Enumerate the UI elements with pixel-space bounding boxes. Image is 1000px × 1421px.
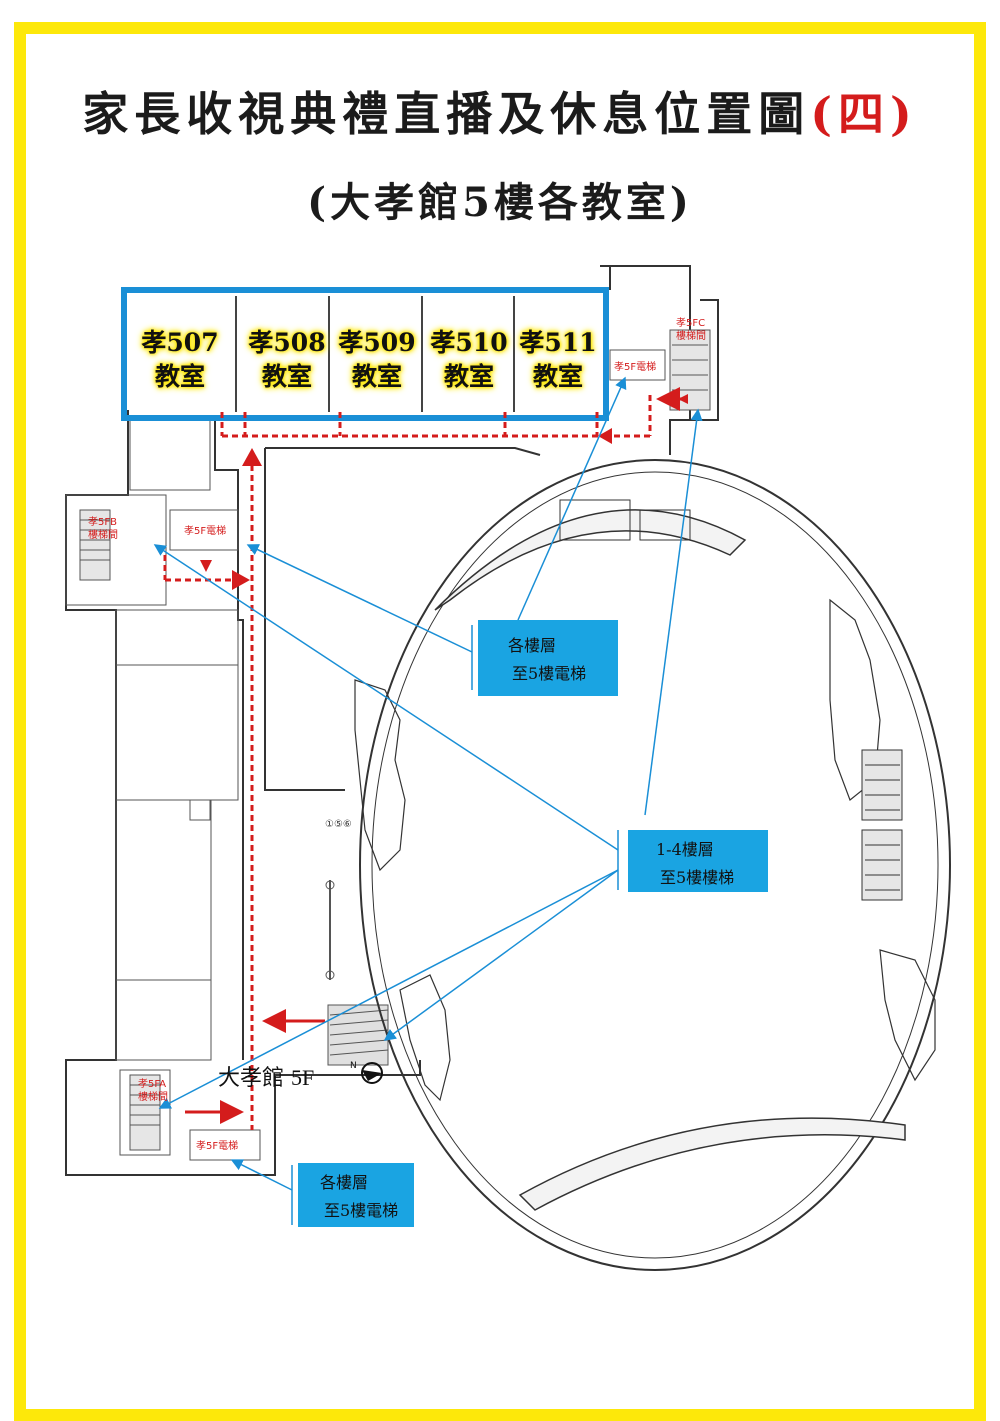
- room-509-code: 孝509: [338, 328, 416, 357]
- room-508-label: 教室: [261, 362, 312, 391]
- room-507: 孝507 教室: [135, 326, 225, 394]
- room-507-code: 孝507: [141, 328, 219, 357]
- callout-elevator-top-line2: 至5樓電梯: [512, 664, 587, 683]
- room-508-code: 孝508: [248, 328, 326, 357]
- route-path: [163, 395, 652, 1130]
- floor-label-floor: 5F: [291, 1065, 315, 1090]
- room-511-code: 孝511: [519, 328, 597, 357]
- floor-label: 大孝館 5F: [218, 1060, 314, 1092]
- stair-c-sublabel: 樓梯間: [676, 329, 706, 342]
- callout-elevator-top: 各樓層 至5樓電梯: [478, 620, 618, 696]
- page-title-suffix: (四): [810, 87, 918, 141]
- page-title: 家長收視典禮直播及休息位置圖(四): [0, 78, 1000, 144]
- room-509-label: 教室: [351, 362, 402, 391]
- leader-lines: [153, 376, 703, 1225]
- stair-b-sublabel: 樓梯間: [88, 528, 118, 541]
- page-title-main: 家長收視典禮直播及休息位置圖: [82, 87, 811, 141]
- classroom-block-highlight: [121, 287, 609, 421]
- north-arrow-icon: N: [350, 1061, 383, 1084]
- callout-elevator-bottom-line1: 各樓層: [320, 1173, 369, 1192]
- room-508: 孝508 教室: [242, 326, 332, 394]
- elevator-b-label: 孝5F電梯: [184, 524, 226, 537]
- room-507-label: 教室: [154, 362, 205, 391]
- elevator-a-label: 孝5F電梯: [196, 1139, 238, 1152]
- callout-elevator-bottom-line2: 至5樓電梯: [324, 1201, 399, 1220]
- room-511-label: 教室: [532, 362, 583, 391]
- auditorium-oval: [354, 459, 951, 1271]
- room-509: 孝509 教室: [332, 326, 422, 394]
- callout-elevator-top-line1: 各樓層: [508, 636, 557, 655]
- classroom-dividers: [235, 296, 515, 412]
- callout-stairs: 1-4樓層 至5樓樓梯: [628, 830, 768, 892]
- room-510-label: 教室: [443, 362, 494, 391]
- small-marker-label: ①⑤⑥: [325, 819, 352, 830]
- stair-a-label: 孝5FA: [138, 1078, 166, 1090]
- floor-label-building: 大孝館: [218, 1066, 285, 1091]
- elevator-c-label: 孝5F電梯: [614, 360, 656, 373]
- callout-stairs-line1: 1-4樓層: [656, 840, 714, 859]
- route-arrows: [200, 394, 688, 590]
- yellow-border-frame: [14, 22, 986, 1421]
- callout-elevator-bottom: 各樓層 至5樓電梯: [298, 1163, 414, 1227]
- room-510-code: 孝510: [430, 328, 508, 357]
- room-510: 孝510 教室: [424, 326, 514, 394]
- room-511: 孝511 教室: [513, 326, 603, 394]
- stair-a-sublabel: 樓梯間: [138, 1090, 168, 1103]
- route-solid-arrows: [185, 387, 682, 1124]
- building-inner-walls: [65, 329, 711, 1161]
- page-subtitle: (大孝館5樓各教室): [307, 179, 693, 226]
- callout-stairs-line2: 至5樓樓梯: [660, 868, 735, 887]
- svg-text:N: N: [350, 1061, 357, 1071]
- stair-b-label: 孝5FB: [88, 516, 117, 528]
- stair-c-label: 孝5FC: [676, 317, 705, 329]
